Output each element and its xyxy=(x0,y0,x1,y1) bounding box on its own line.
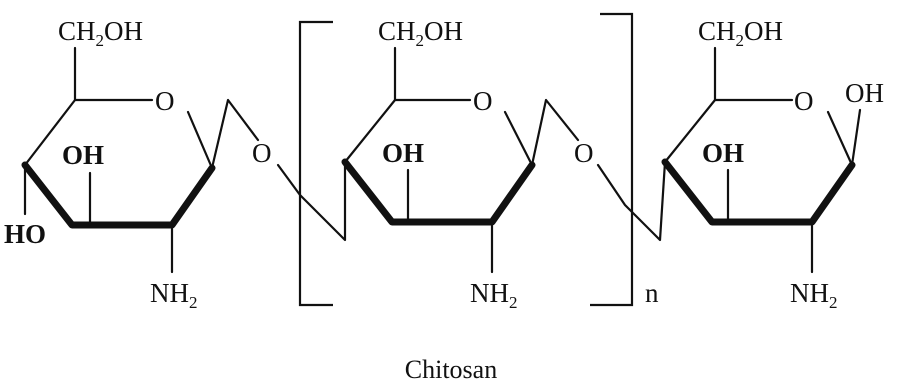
unit-1-ring-front xyxy=(21,161,216,229)
unit-3-amine-label: NH2 xyxy=(790,278,838,312)
glucosamine-unit-1: CH2OH O OH HO NH2 xyxy=(4,16,260,312)
unit-3-ring-oxygen: O xyxy=(794,86,814,116)
unit-3-c1-oh xyxy=(850,108,862,167)
unit-1-glycosidic-bond xyxy=(210,98,260,170)
unit-2-ch2oh-label: CH2OH xyxy=(378,16,463,50)
compound-caption: Chitosan xyxy=(405,355,497,384)
unit-2-ring-oxygen: O xyxy=(473,86,493,116)
glucosamine-unit-3: CH2OH O OH OH NH2 xyxy=(661,16,884,312)
unit-2-ring-o-c1 xyxy=(503,110,534,167)
unit-2-hydroxyl-label: OH xyxy=(382,138,424,168)
glycosidic-oxygen-2: O xyxy=(574,138,594,168)
unit-1-ch2oh-label: CH2OH xyxy=(58,16,143,50)
unit-3-ch2oh-label: CH2OH xyxy=(698,16,783,50)
unit-2-amine-label: NH2 xyxy=(470,278,518,312)
unit-1-hydroxyl-label: OH xyxy=(62,140,104,170)
unit-1-ho-label: HO xyxy=(4,219,46,249)
glycosidic-oxygen-1: O xyxy=(252,138,272,168)
glycosidic-bond-1-to-2 xyxy=(276,160,347,242)
unit-1-ring-o-c1 xyxy=(186,110,214,170)
repeat-count-n: n xyxy=(645,278,659,308)
unit-2-ring-front xyxy=(341,158,536,226)
unit-3-ring-front xyxy=(661,158,856,226)
unit-1-amine-label: NH2 xyxy=(150,278,198,312)
unit-2-glycosidic-bond xyxy=(530,98,580,167)
glycosidic-bond-2-to-3 xyxy=(596,160,667,242)
unit-3-hydroxyl-label: OH xyxy=(702,138,744,168)
unit-1-ring-oxygen: O xyxy=(155,86,175,116)
unit-3-ring-o-c1 xyxy=(826,110,854,167)
unit-3-anomeric-hydroxyl-label: OH xyxy=(845,78,884,108)
right-bracket xyxy=(590,12,634,307)
glucosamine-unit-2: CH2OH O OH NH2 xyxy=(341,16,580,312)
left-bracket xyxy=(298,20,333,307)
